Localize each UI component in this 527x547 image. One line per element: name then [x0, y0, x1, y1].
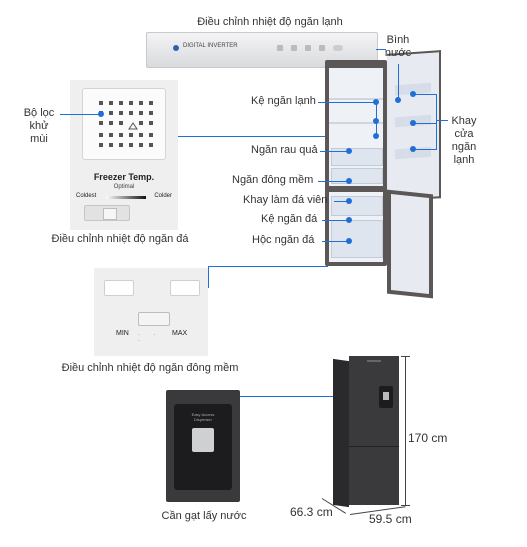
water-lever[interactable] [192, 428, 214, 452]
fridge-door-tray-label: Khay cửa ngăn lạnh [451, 115, 477, 166]
fridge-cabinet [325, 60, 387, 266]
soft-freeze-connector-v [208, 266, 209, 288]
panel-window-right [170, 280, 200, 296]
depth-dimension: 66.3 cm [290, 505, 333, 519]
closed-fridge [333, 356, 401, 508]
fridge-shelf-label: Kệ ngăn lạnh [251, 95, 316, 107]
fridge-temp-control-label: Điều chỉnh nhiệt độ ngăn lạnh [197, 16, 343, 28]
freezer-shelf-connector [322, 220, 348, 221]
panel-connector-line [376, 49, 386, 50]
max-text: MAX [172, 330, 188, 337]
soft-freeze-temp-control-label: Điều chỉnh nhiệt độ ngăn đông mềm [61, 362, 239, 374]
freezer-drawer-point [346, 238, 352, 244]
brand-text: DIGITAL INVERTER [183, 43, 238, 49]
water-bottle-label: Bình nước [384, 34, 412, 59]
dispenser-recess: Easy Access Dispenser [174, 404, 232, 490]
vegetable-drawer-label: Ngăn rau quả [251, 144, 318, 156]
min-text: MIN [116, 330, 129, 337]
dispenser-connector [240, 396, 374, 397]
freezer-temp-panel: Freezer Temp. Optimal Coldest Colder [70, 80, 178, 230]
soft-freeze-drawer-point [346, 178, 352, 184]
door-tray-link-3 [414, 149, 436, 150]
freezer-shelf-label: Kệ ngăn đá [261, 213, 318, 225]
freezer-drawer-connector [322, 241, 348, 242]
fridge-front-lower [349, 447, 399, 505]
fridge-side [333, 358, 349, 508]
door-tray-point-1 [410, 91, 416, 97]
front-dispenser [379, 386, 393, 408]
ice-tray-point [346, 198, 352, 204]
freezer-panel-connector [178, 136, 328, 137]
fridge-control-panel: DIGITAL INVERTER [146, 32, 378, 68]
width-dimension: 59.5 cm [369, 512, 412, 526]
door-tray-point-3 [410, 146, 416, 152]
fridge-front-upper [349, 356, 399, 447]
optimal-text: Optimal [113, 184, 135, 190]
freezer-temp-slider[interactable] [84, 205, 130, 221]
soft-freeze-drawer-label: Ngăn đông mềm [232, 174, 314, 186]
height-dimension-line [405, 356, 406, 506]
water-bottle-point [395, 97, 401, 103]
water-bottle-connector [398, 64, 399, 98]
panel-window-left [104, 280, 134, 296]
soft-freeze-slider[interactable] [138, 312, 170, 326]
door-tray-point-2 [410, 120, 416, 126]
door-tray-link-2 [414, 123, 436, 124]
vegetable-point [346, 148, 352, 154]
open-fridge [325, 50, 441, 299]
dispenser-label: Easy Access Dispenser [191, 412, 215, 422]
deodorizer-filter-grille [82, 88, 166, 160]
coldest-text: Coldest [76, 193, 97, 199]
fridge-interior [329, 68, 383, 186]
door-tray-link-1 [414, 94, 436, 95]
water-dispenser: Easy Access Dispenser [166, 390, 240, 502]
brand-mark [367, 360, 381, 362]
fridge-shelf-point-1 [373, 99, 379, 105]
fridge-shelf-connector [318, 102, 376, 103]
ice-tray-connector [334, 201, 348, 202]
deodorizer-filter-label: Bộ lọc khử mùi [23, 107, 55, 145]
temp-scale-bar [106, 196, 146, 199]
height-dimension: 170 cm [408, 431, 448, 445]
vegetable-connector [320, 151, 348, 152]
deodorizer-point [98, 111, 104, 117]
deodorizer-connector-line [60, 114, 100, 115]
door-tray-connector [436, 120, 448, 121]
freezer-temp-control-label: Điều chỉnh nhiệt độ ngăn đá [51, 233, 189, 245]
ice-tray-label: Khay làm đá viên [243, 194, 328, 206]
soft-freeze-connector-h [208, 266, 328, 267]
freezer-shelf-point [346, 217, 352, 223]
fridge-shelf-point-2 [373, 118, 379, 124]
door-tray-connector-v [436, 94, 437, 150]
panel-buttons [277, 45, 347, 51]
soft-freeze-panel: MIN MAX · · · [94, 268, 208, 356]
slider-ticks: · · · [138, 332, 162, 344]
brand-logo-icon [173, 45, 179, 51]
freezer-drawer-label: Hộc ngăn đá [252, 234, 315, 246]
freezer-temp-title: Freezer Temp. [93, 172, 155, 182]
freezer-door [387, 189, 433, 299]
fridge-shelf-point-3 [373, 133, 379, 139]
colder-text: Colder [154, 193, 172, 199]
soft-freeze-drawer-connector [318, 181, 348, 182]
water-lever-label: Cần gạt lấy nước [161, 510, 247, 522]
fridge-door [387, 50, 441, 202]
